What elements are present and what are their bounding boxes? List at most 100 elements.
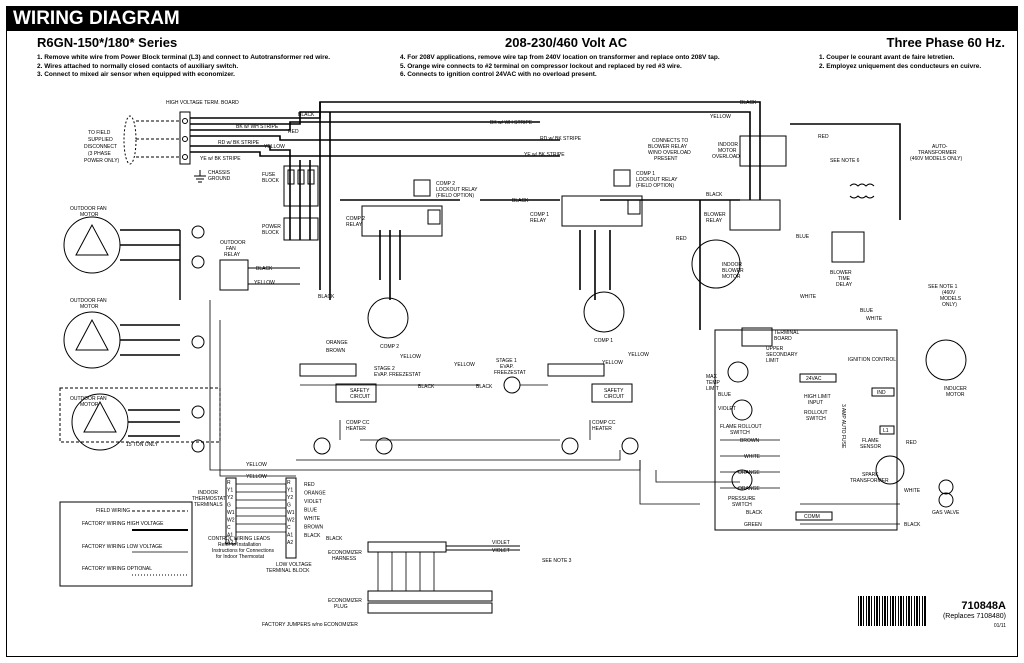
wire-yellow-8: YELLOW	[246, 462, 267, 468]
wire-violet-3: VIOLET	[492, 548, 510, 554]
fs-line2: SENSOR	[860, 444, 882, 450]
thermostat-wire-blue: BLUE	[304, 508, 318, 514]
wire-black-8: BLACK	[476, 384, 493, 390]
wire-black-4: BLACK	[706, 192, 723, 198]
ofr-line1: OUTDOOR	[220, 240, 246, 246]
factory-jumpers-label: FACTORY JUMPERS w/no ECONOMIZER	[262, 622, 358, 628]
legend-hv-label: FACTORY WIRING HIGH VOLTAGE	[82, 521, 164, 527]
comp1-relay: COMP 1 RELAY	[530, 195, 643, 227]
to-field-line1: TO FIELD	[88, 130, 111, 136]
ofm3-line2: MOTOR	[80, 402, 99, 408]
s2cc-line2: HEATER	[346, 426, 366, 432]
thermostat-terminal-y1: Y1	[227, 488, 233, 494]
ros-line1: ROLLOUT	[804, 410, 828, 416]
lv-terminal-y2: Y2	[287, 495, 293, 501]
thermostat-terminal-a2: A2	[227, 540, 233, 546]
blower-relay-section: CONNECTS TO BLOWER RELAY W/NO OVERLOAD P…	[648, 135, 865, 289]
comp1-lockout: COMP 1 LOCKOUT RELAY (FIELD OPTION)	[613, 169, 678, 189]
ibm-line1: INDOOR	[722, 262, 742, 268]
s1cc-line1: COMP CC	[592, 420, 616, 426]
outdoor-fan-motor-2: OUTDOOR FAN MOTOR	[63, 298, 205, 369]
lv-terminal-g: G	[287, 503, 291, 509]
cwl-line3: Instructions for Connections	[212, 548, 274, 554]
notes-left: 1. Remove white wire from Power Block te…	[37, 54, 330, 80]
fuse-block-line2: BLOCK	[262, 178, 280, 184]
ofm1-line1: OUTDOOR FAN	[70, 206, 107, 212]
s1safety-line1: SAFETY	[604, 388, 624, 394]
wire-white-3: WHITE	[744, 454, 761, 460]
it-line1: INDOOR	[198, 490, 218, 496]
imo-line3: OVERLOAD	[712, 154, 740, 160]
at-line1: AUTO-	[932, 144, 948, 150]
sn1-line3: MODELS	[940, 296, 962, 302]
wire-black-6: BLACK	[318, 294, 335, 300]
thermostat-terminal-c: C	[227, 525, 231, 531]
frs-line2: SWITCH	[730, 430, 750, 436]
it-line2: THERMOSTAT	[192, 496, 226, 502]
l1-label: L1	[883, 428, 889, 434]
tb-line2: BOARD	[774, 336, 792, 342]
br-line2: RELAY	[706, 218, 723, 224]
eh-line1: ECONOMIZER	[328, 550, 362, 556]
s1safety-line2: CIRCUIT	[604, 394, 624, 400]
thermostat-terminal-w1: W1	[227, 510, 235, 516]
usl-line2: SECONDARY	[766, 352, 798, 358]
thermostat-wire-orange: ORANGE	[304, 491, 326, 497]
imo-line1: INDOOR	[718, 142, 738, 148]
ibm-line2: BLOWER	[722, 268, 744, 274]
comp2-relay-line1: COMP 2	[346, 216, 365, 222]
wire-yellow-7: YELLOW	[602, 360, 623, 366]
lv-terminal-a1: A1	[287, 533, 293, 539]
fuse-block: FUSE BLOCK	[262, 165, 319, 207]
ep-line2: PLUG	[334, 604, 348, 610]
thermostat-terminal-g: G	[227, 503, 231, 509]
ep-line1: ECONOMIZER	[328, 598, 362, 604]
hli-line2: INPUT	[808, 400, 823, 406]
c1lock-line3: (FIELD OPTION)	[636, 183, 674, 189]
ofm2-line1: OUTDOOR FAN	[70, 298, 107, 304]
legend-box: FIELD WIRING FACTORY WIRING HIGH VOLTAGE…	[59, 501, 193, 587]
wire-yellow-1: YELLOW	[264, 144, 285, 150]
mtl-line2: TEMP	[706, 380, 721, 386]
at-line2: TRANSFORMER	[918, 150, 957, 156]
revision-date: 01/11	[993, 623, 1006, 629]
lv-terminal-w2: W2	[287, 518, 295, 524]
st-line1: SPARK	[862, 472, 879, 478]
s1fs-line1: STAGE 1	[496, 358, 517, 364]
s2safety-line1: SAFETY	[350, 388, 370, 394]
br-line1: BLOWER	[704, 212, 726, 218]
to-field-line2: SUPPLIED	[88, 137, 113, 143]
note-1: 1. Remove white wire from Power Block te…	[37, 54, 331, 61]
note-fr-1: 1. Couper le courant avant de faire letr…	[819, 54, 955, 61]
wire-black-7: BLACK	[418, 384, 435, 390]
to-field-line5: POWER ONLY)	[84, 158, 120, 164]
sn1-line4: ONLY)	[942, 302, 957, 308]
wire-bkwh-1: BK w/ WH STRIPE	[236, 124, 279, 130]
wiring-diagram-sheet: WIRING DIAGRAM R6GN-150*/180* Series 208…	[6, 6, 1018, 657]
hv-term-board-label: HIGH VOLTAGE TERM. BOARD	[166, 100, 239, 106]
wire-yebk-2: YE w/ BK STRIPE	[524, 152, 565, 158]
wire-white-4: WHITE	[904, 488, 921, 494]
ps-line2: SWITCH	[732, 502, 752, 508]
c2lock-line2: LOCKOUT RELAY	[436, 187, 478, 193]
ignition-control: IGNITION CONTROL TERMINAL BOARD UPPER SE…	[706, 327, 905, 531]
ofm3-line1: OUTDOOR FAN	[70, 396, 107, 402]
wire-blue-2: BLUE	[796, 234, 810, 240]
vac24-label: 24VAC	[806, 376, 822, 382]
thermostat-terminal-r: R	[227, 480, 231, 486]
comp2-relay: COMP 2 RELAY	[346, 205, 443, 237]
note-2: 2. Wires attached to normally closed con…	[37, 62, 239, 70]
mtl-line3: LIMIT	[706, 386, 719, 392]
diagram-title: WIRING DIAGRAM	[7, 7, 1017, 31]
s1cc-line2: HEATER	[592, 426, 612, 432]
eh-line2: HARNESS	[332, 556, 357, 562]
economizer: ECONOMIZER HARNESS ECONOMIZER PLUG FACTO…	[262, 541, 572, 628]
ind-label: IND	[877, 390, 886, 396]
s2cc-line1: COMP CC	[346, 420, 370, 426]
ofm2-line2: MOTOR	[80, 304, 99, 310]
wire-rdbk-1: RD w/ BK STRIPE	[218, 140, 260, 146]
chassis-ground-line1: CHASSIS	[208, 170, 231, 176]
wire-red-2: RED	[676, 236, 687, 242]
thermostat-terminal-w2: W2	[227, 518, 235, 524]
